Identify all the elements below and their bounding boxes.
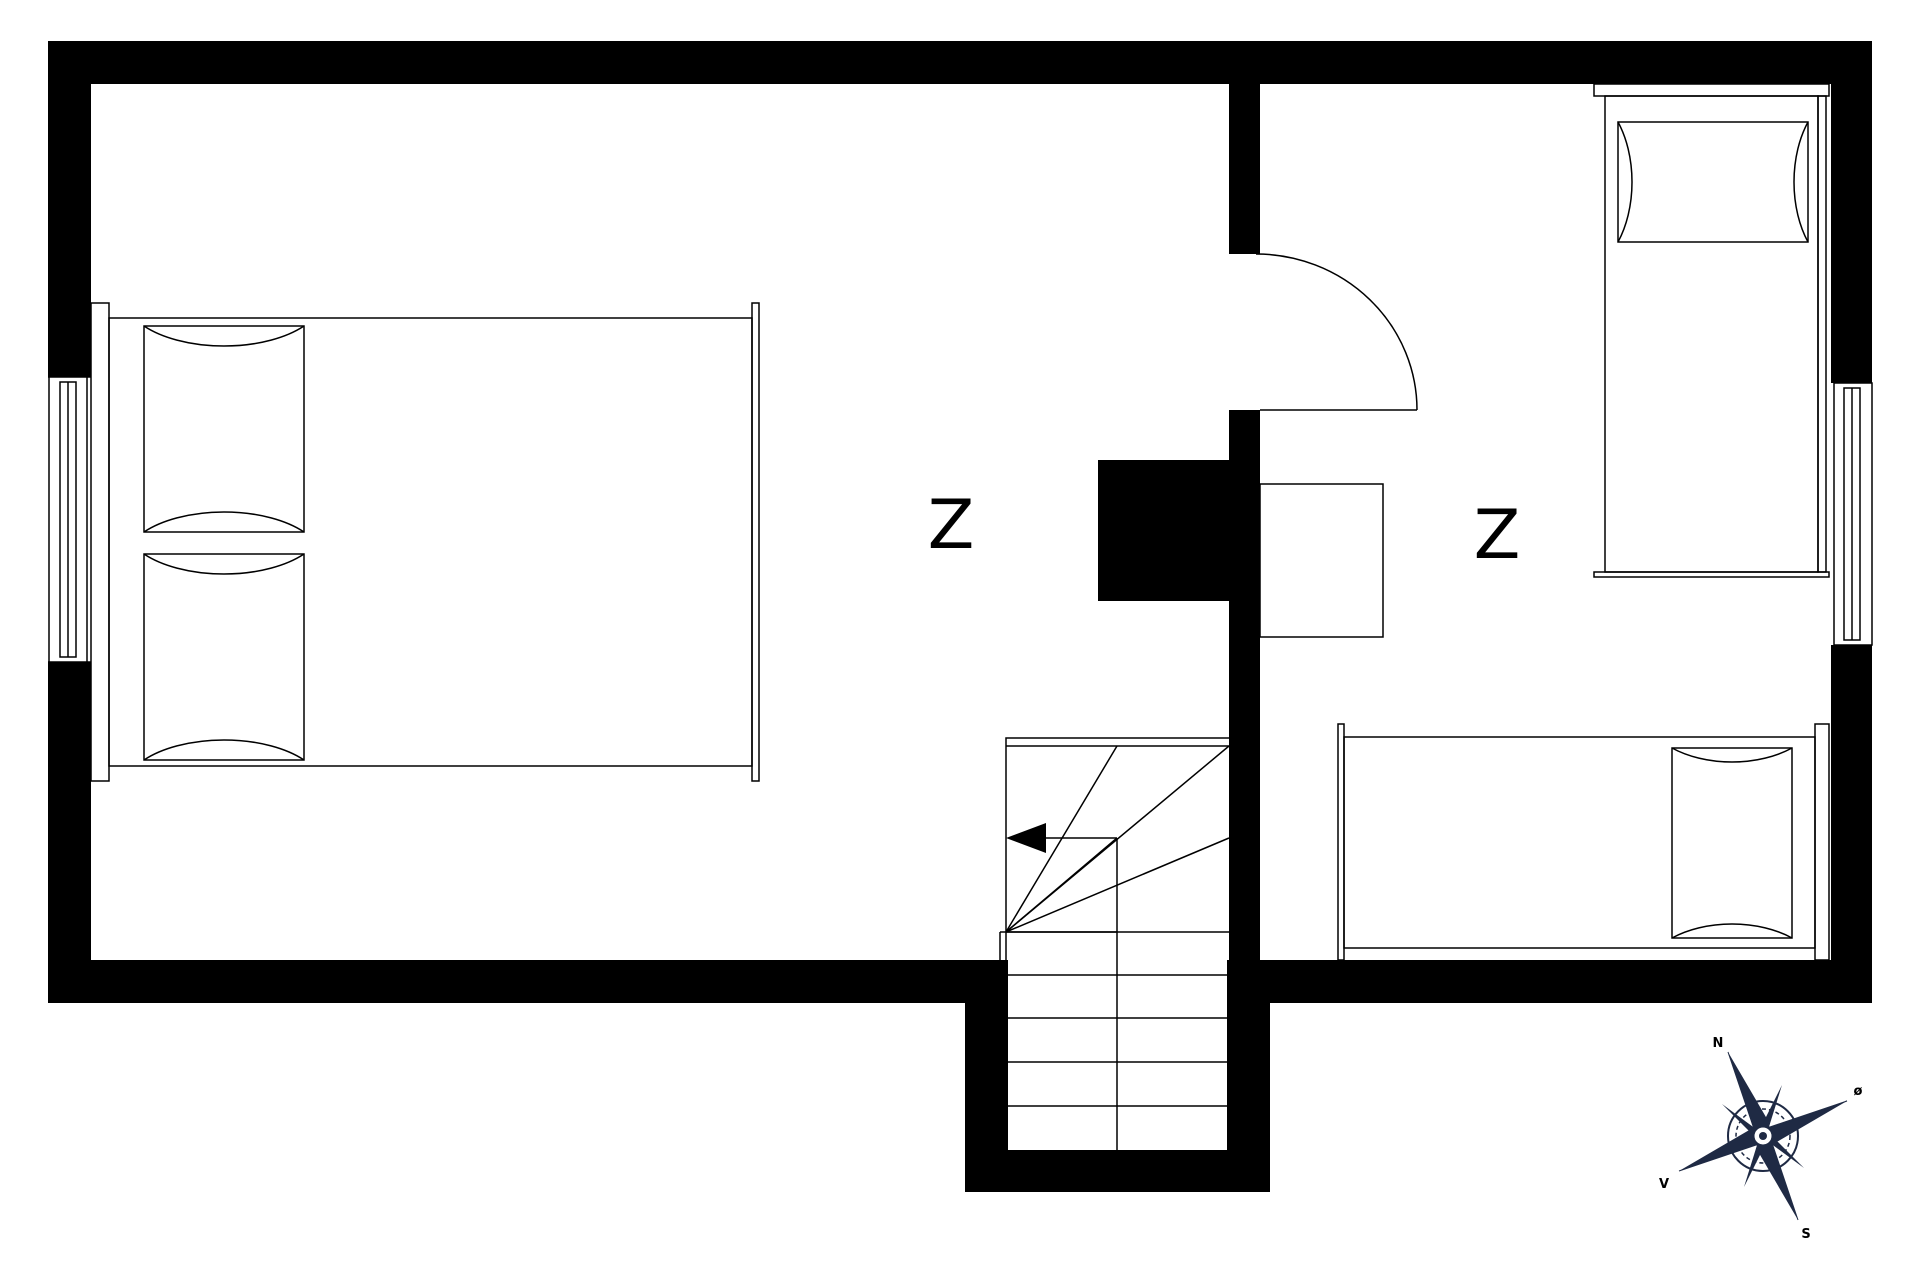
compass-rose: N ø S V — [1659, 1036, 1863, 1242]
pillow — [143, 325, 305, 533]
compass-label-north: N — [1713, 1036, 1724, 1051]
window-left — [48, 376, 91, 663]
single-bed-vertical — [1593, 83, 1830, 578]
wall-stair-bottom — [965, 1150, 1270, 1192]
compass-label-south: S — [1801, 1227, 1810, 1242]
single-bed-horizontal — [1337, 723, 1830, 961]
compass-label-east: ø — [1854, 1084, 1863, 1099]
wall-top — [48, 41, 1872, 84]
desk — [1259, 483, 1384, 638]
stair-direction-arrow — [1006, 823, 1046, 853]
pillow — [1671, 747, 1793, 939]
room-label-left-bedroom: Z — [928, 486, 975, 565]
wall-left-lower — [48, 662, 91, 1003]
compass-north-point — [1728, 1052, 1770, 1132]
staircase — [999, 737, 1230, 1150]
pillow — [1617, 121, 1809, 243]
compass-south-point — [1756, 1140, 1798, 1220]
pillow — [143, 553, 305, 761]
chimney — [1098, 460, 1229, 601]
wall-right-lower — [1831, 645, 1872, 1003]
compass-west-point — [1679, 1129, 1759, 1171]
walls — [48, 41, 1872, 1192]
door — [1255, 253, 1418, 411]
compass-label-west: V — [1659, 1177, 1669, 1192]
window-right — [1831, 382, 1873, 646]
wall-left-upper — [48, 41, 91, 377]
double-bed — [90, 302, 760, 782]
wall-bottom-right — [1260, 960, 1872, 1003]
wall-bottom-left — [48, 960, 1008, 1003]
compass-east-point — [1767, 1101, 1847, 1143]
wall-partition-upper — [1229, 84, 1260, 254]
room-label-right-bedroom: Z — [1474, 496, 1521, 575]
wall-right-upper — [1831, 41, 1872, 383]
compass-ring — [1727, 1100, 1799, 1172]
wall-partition-lower — [1229, 410, 1260, 960]
